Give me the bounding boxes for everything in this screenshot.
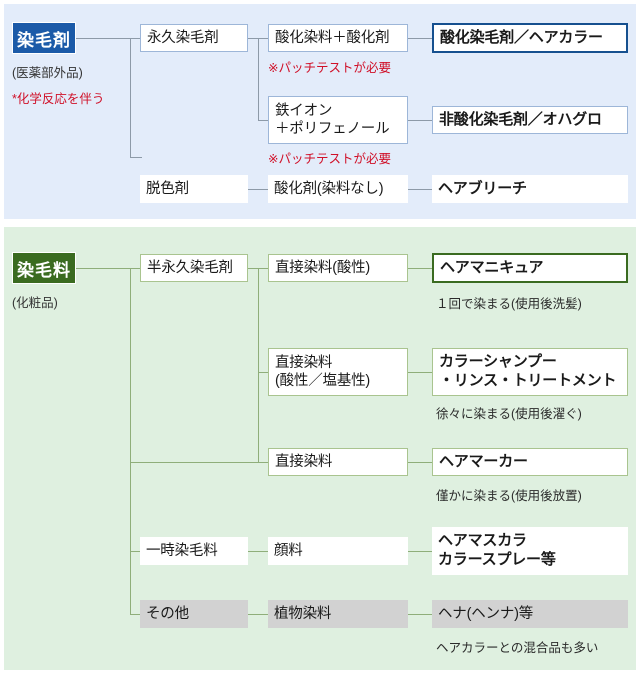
node-oxidative-dye-plus-oxidizer[interactable]: 酸化染料＋酸化剤 [268,24,408,52]
node-other-label: その他 [146,605,189,622]
node-product-hair-manicure[interactable]: ヘアマニキュア [432,253,628,283]
root-node-hair-colorant[interactable]: 染毛料 [12,252,76,284]
connector-trunk2-to-temporary [130,551,142,552]
node-iron-ion-polyphenol-label: 鉄イオン ＋ポリフェノール [275,102,390,137]
node-product-color-shampoo-label: カラーシャンプー ・リンス・トリートメント [439,353,617,389]
root-hair-dye-subtitle: (医薬部外品) [12,66,83,80]
patch-test-warning-1: ※パッチテストが必要 [268,61,391,75]
node-other[interactable]: その他 [140,600,248,628]
connector-root2-to-trunk [76,268,140,269]
node-product-hair-bleach[interactable]: ヘアブリーチ [432,175,628,203]
connector-trunk2-vertical [130,268,131,614]
connector-trunk2-to-direct3 [130,462,268,463]
node-product-hair-marker-label: ヘアマーカー [439,452,528,470]
node-direct-dye[interactable]: 直接染料 [268,448,408,476]
node-direct-dye-acidic-basic-label: 直接染料 (酸性／塩基性) [275,354,371,389]
node-direct-dye-acidic[interactable]: 直接染料(酸性) [268,254,408,282]
root-hair-dye-note: *化学反応を伴う [12,92,105,106]
node-product-hair-color-label: 酸化染毛剤／ヘアカラー [440,28,603,46]
connector-pigment-to-product [408,551,432,552]
connector-oxidizer-to-product [408,189,432,190]
connector-perm-to-iron [258,120,268,121]
connector-trunk-to-bleach [130,157,142,158]
node-iron-ion-polyphenol[interactable]: 鉄イオン ＋ポリフェノール [268,96,408,144]
node-product-hair-bleach-label: ヘアブリーチ [438,179,527,197]
connector-temporary-to-pigment [248,551,268,552]
connector-semi-vertical [258,268,259,462]
connector-other-to-plant [248,614,268,615]
connector-iron-to-product [408,120,432,121]
node-product-hair-color[interactable]: 酸化染毛剤／ヘアカラー [432,23,628,53]
note-color-shampoo: 徐々に染まる(使用後濯ぐ) [436,407,582,421]
node-oxidative-dye-plus-oxidizer-label: 酸化染料＋酸化剤 [275,29,390,46]
patch-test-warning-2: ※パッチテストが必要 [268,152,391,166]
connector-trunk-vertical [130,38,131,157]
node-product-henna-label: ヘナ(ヘンナ)等 [438,605,534,622]
root-node-hair-colorant-label: 染毛料 [17,260,71,280]
node-permanent-dye[interactable]: 永久染毛剤 [140,24,248,52]
node-product-hair-mascara[interactable]: ヘアマスカラ カラースプレー等 [432,527,628,575]
note-hair-marker: 僅かに染まる(使用後放置) [436,489,582,503]
node-semi-permanent-dye-label: 半永久染毛剤 [147,259,233,276]
node-plant-dye-label: 植物染料 [274,605,332,622]
connector-direct3-to-product [408,462,432,463]
node-direct-dye-acidic-label: 直接染料(酸性) [275,259,371,276]
connector-plant-to-product [408,614,432,615]
root-hair-colorant-subtitle: (化粧品) [12,296,58,310]
node-product-ohaguro[interactable]: 非酸化染毛剤／オハグロ [432,106,628,134]
connector-direct1-to-product [408,268,432,269]
node-temporary-colorant-label: 一時染毛料 [146,542,218,559]
node-decolorant[interactable]: 脱色剤 [140,175,248,203]
node-oxidizer-no-dye[interactable]: 酸化剤(染料なし) [268,175,408,203]
connector-perm-vertical [258,38,259,120]
node-product-color-shampoo[interactable]: カラーシャンプー ・リンス・トリートメント [432,348,628,396]
root-node-hair-dye-label: 染毛剤 [17,30,71,50]
node-product-ohaguro-label: 非酸化染毛剤／オハグロ [439,110,602,128]
node-pigment-label: 顔料 [274,542,303,559]
node-direct-dye-label: 直接染料 [275,453,333,470]
note-henna: ヘアカラーとの混合品も多い [436,641,599,655]
node-direct-dye-acidic-basic[interactable]: 直接染料 (酸性／塩基性) [268,348,408,396]
node-product-hair-manicure-label: ヘアマニキュア [440,258,544,276]
node-permanent-dye-label: 永久染毛剤 [147,29,219,46]
node-pigment[interactable]: 顔料 [268,537,408,565]
connector-semi-to-direct2 [258,372,268,373]
connector-direct2-to-product [408,372,432,373]
connector-bleach-to-oxidizer [248,189,268,190]
node-product-henna[interactable]: ヘナ(ヘンナ)等 [432,600,628,628]
note-hair-manicure: １回で染まる(使用後洗髪) [436,297,582,311]
node-semi-permanent-dye[interactable]: 半永久染毛剤 [140,254,248,282]
connector-root-to-trunk [76,38,140,39]
node-decolorant-label: 脱色剤 [146,180,189,197]
connector-trunk2-to-other [130,614,142,615]
connector-oxdye-to-product [408,38,432,39]
node-temporary-colorant[interactable]: 一時染毛料 [140,537,248,565]
root-node-hair-dye[interactable]: 染毛剤 [12,22,76,54]
node-product-hair-marker[interactable]: ヘアマーカー [432,448,628,476]
node-oxidizer-no-dye-label: 酸化剤(染料なし) [274,180,384,197]
node-product-hair-mascara-label: ヘアマスカラ カラースプレー等 [438,532,556,568]
node-plant-dye[interactable]: 植物染料 [268,600,408,628]
